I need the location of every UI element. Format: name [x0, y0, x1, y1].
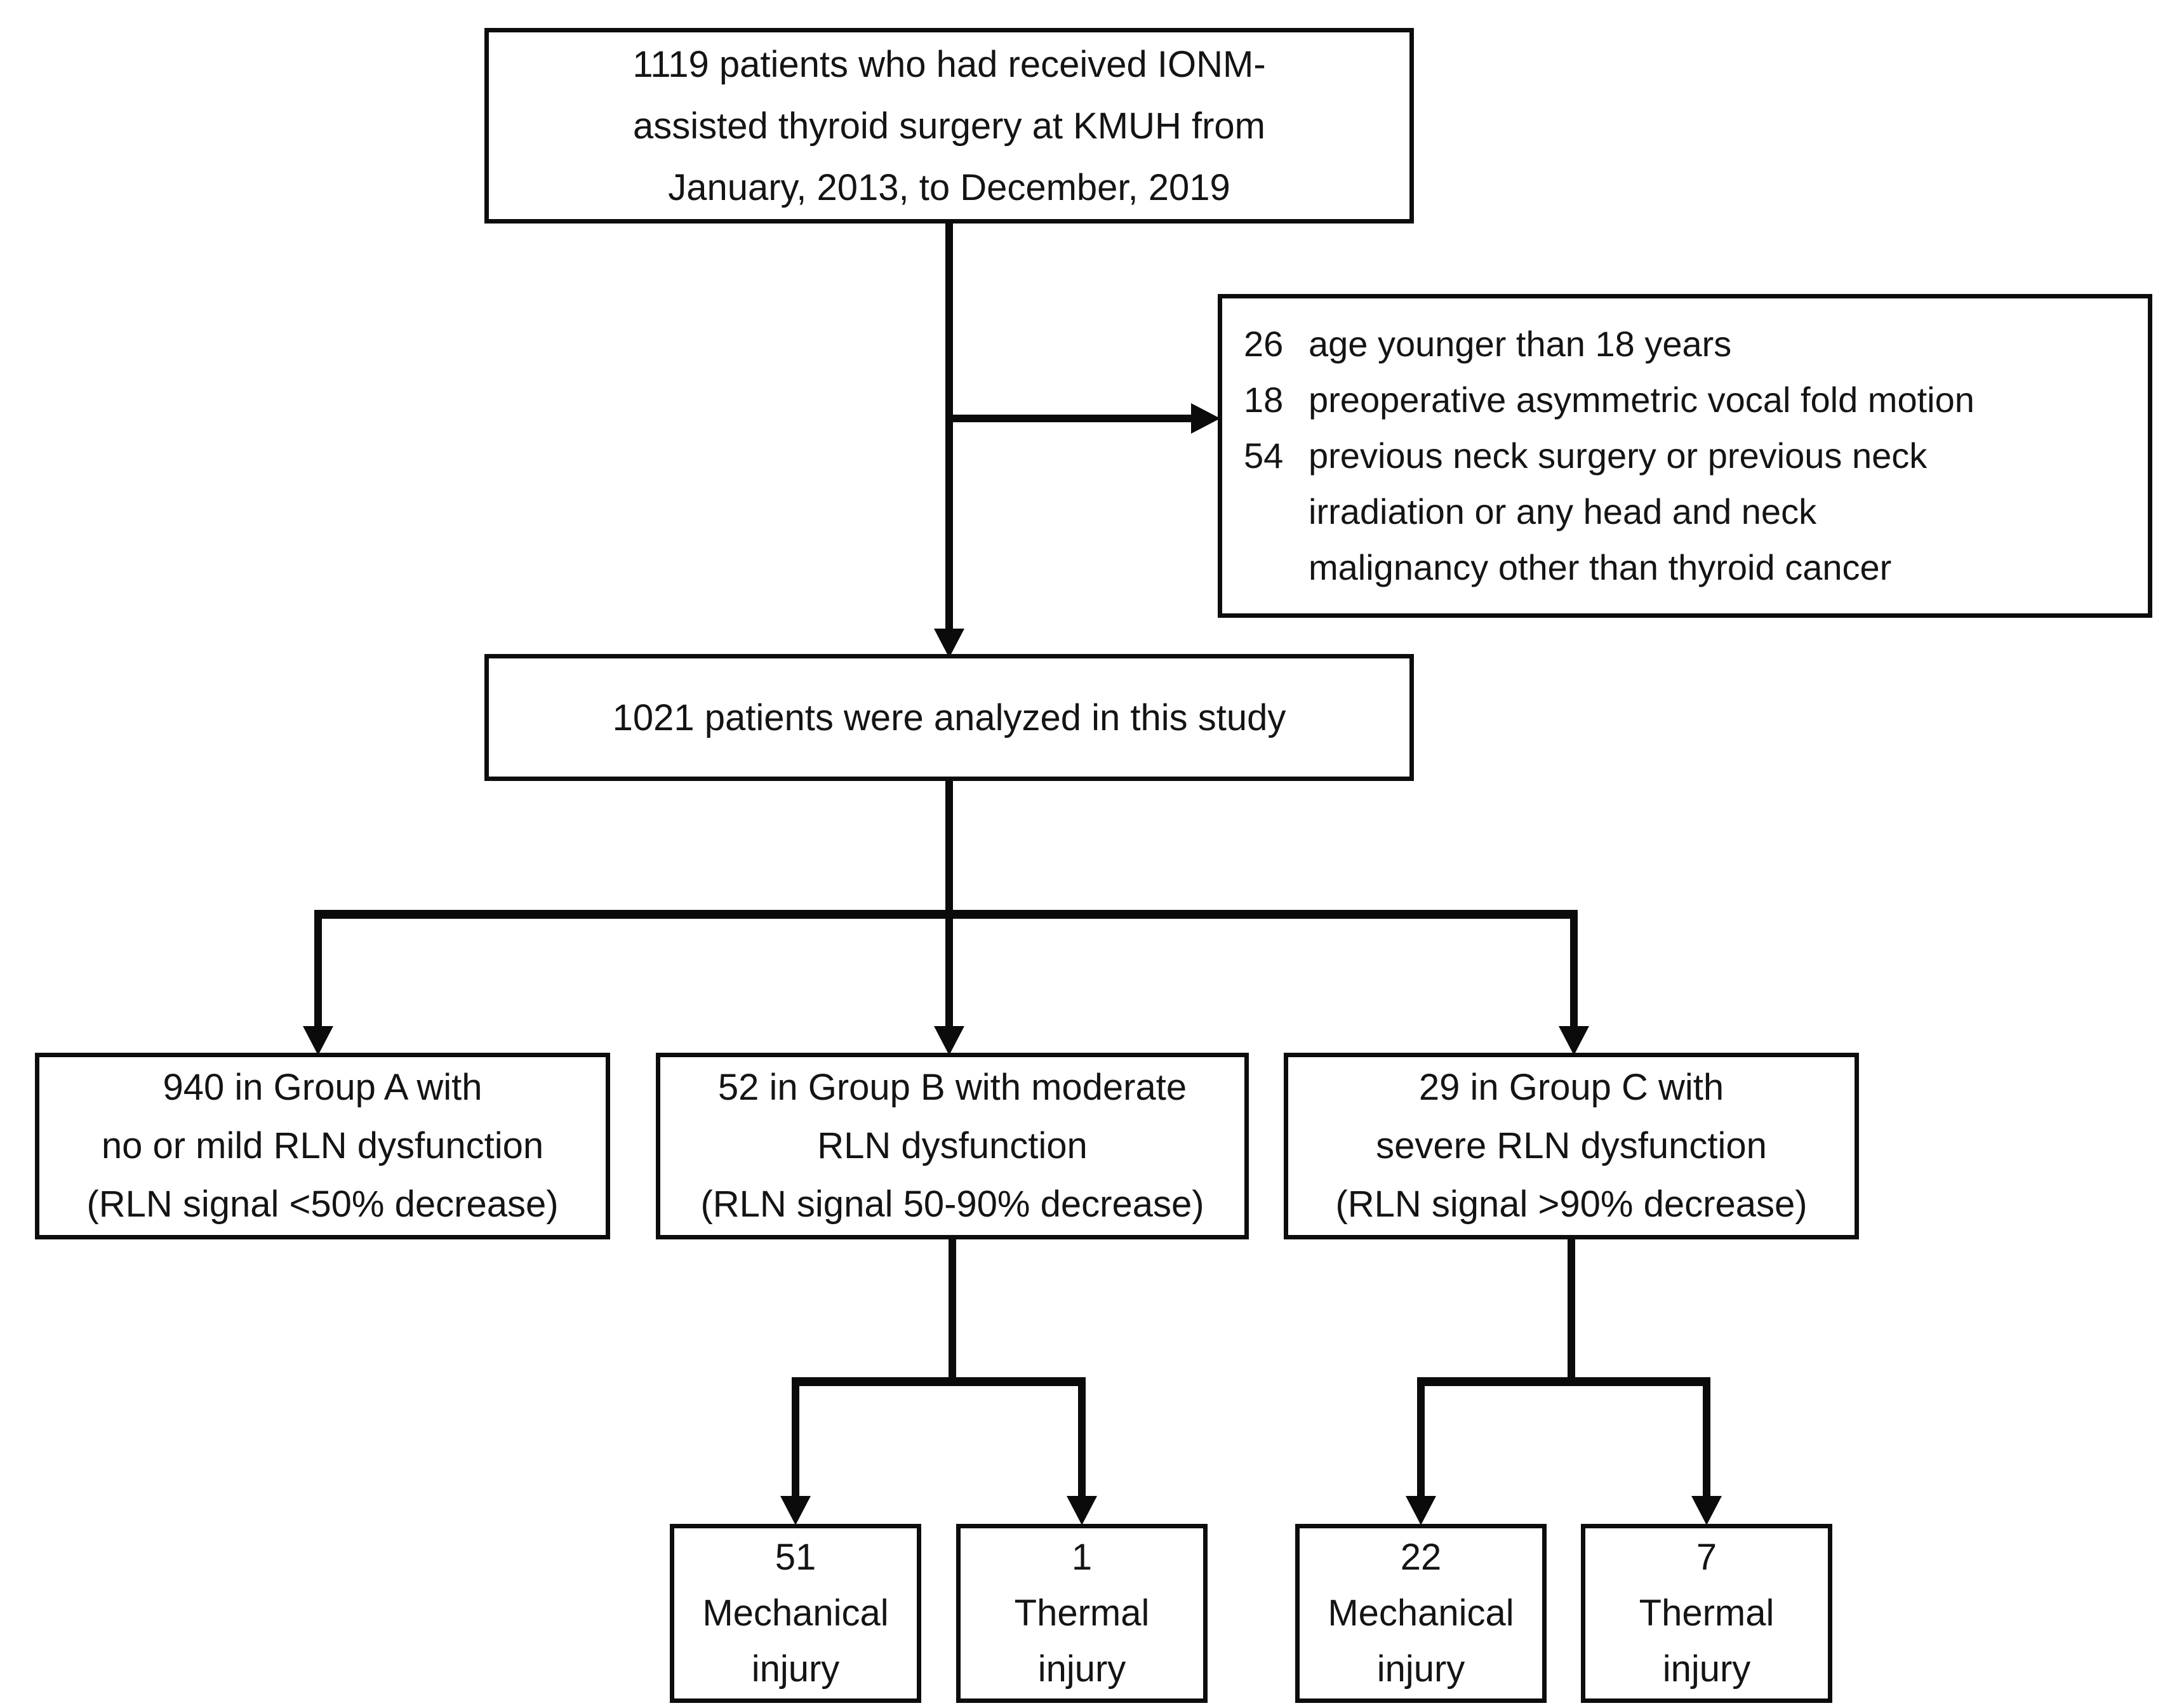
node-group-b-thermal-count: 1: [1071, 1537, 1093, 1578]
node-group-c-thermal-line2: Thermal: [1639, 1592, 1775, 1634]
node-group-c-mechanical: 22 Mechanical injury: [1295, 1524, 1547, 1703]
node-group-c-mechanical-line3: injury: [1376, 1648, 1465, 1690]
node-group-b-mechanical-line2: Mechanical: [702, 1592, 889, 1634]
excluded-item-2-reason: preoperative asymmetric vocal fold motio…: [1309, 380, 1975, 420]
node-group-c-thermal: 7 Thermal injury: [1581, 1524, 1832, 1703]
connector-enrolled-to-analyzed: [934, 221, 964, 658]
node-group-b-thermal-line2: Thermal: [1014, 1592, 1150, 1634]
node-group-c-mechanical-count: 22: [1400, 1537, 1442, 1578]
node-analyzed-text: 1021 patients were analyzed in this stud…: [612, 697, 1286, 738]
node-group-b-thermal-line3: injury: [1037, 1648, 1126, 1690]
node-group-c-thermal-count: 7: [1696, 1537, 1717, 1578]
excluded-item-1-count: 26: [1244, 324, 1284, 364]
node-analyzed: 1021 patients were analyzed in this stud…: [484, 654, 1414, 781]
node-group-a-line1: 940 in Group A with: [163, 1067, 483, 1108]
node-enrolled-line1: 1119 patients who had received IONM-: [632, 43, 1266, 85]
node-group-a-line2: no or mild RLN dysfunction: [101, 1125, 544, 1166]
node-group-c-line3: (RLN signal >90% decrease): [1335, 1184, 1808, 1225]
excluded-item-1-reason: age younger than 18 years: [1309, 324, 1732, 364]
connector-group-b-to-split: [792, 1237, 1086, 1386]
node-group-a-line3: (RLN signal <50% decrease): [86, 1184, 559, 1225]
connector-bsplit-to-mechanical: [780, 1378, 811, 1525]
node-group-c: 29 in Group C with severe RLN dysfunctio…: [1284, 1053, 1859, 1239]
excluded-item-1: 26 age younger than 18 years: [1244, 316, 2135, 372]
connector-split-to-group-c: [1559, 911, 1589, 1055]
node-group-b-mechanical-count: 51: [775, 1537, 816, 1578]
excluded-item-2: 18 preoperative asymmetric vocal fold mo…: [1244, 372, 2135, 428]
node-group-c-mechanical-line2: Mechanical: [1328, 1592, 1514, 1634]
connector-csplit-to-thermal: [1691, 1378, 1722, 1525]
node-group-c-line2: severe RLN dysfunction: [1376, 1125, 1767, 1166]
connector-bsplit-to-thermal: [1067, 1378, 1097, 1525]
excluded-item-3-reason: previous neck surgery or previous neck i…: [1309, 436, 1928, 587]
excluded-item-2-count: 18: [1244, 380, 1284, 420]
node-group-b-line3: (RLN signal 50-90% decrease): [700, 1184, 1204, 1225]
node-group-b-line2: RLN dysfunction: [817, 1125, 1088, 1166]
connector-split-to-group-a: [303, 911, 333, 1055]
node-group-c-thermal-line3: injury: [1662, 1648, 1751, 1690]
node-group-b: 52 in Group B with moderate RLN dysfunct…: [656, 1053, 1249, 1239]
node-group-b-line1: 52 in Group B with moderate: [717, 1067, 1187, 1108]
node-enrolled-line2: assisted thyroid surgery at KMUH from: [633, 105, 1265, 147]
excluded-item-3-count: 54: [1244, 436, 1284, 476]
excluded-item-3: 54 previous neck surgery or previous nec…: [1244, 428, 2135, 596]
node-enrolled-line3: January, 2013, to December, 2019: [668, 166, 1230, 208]
connector-group-c-to-split: [1417, 1237, 1710, 1386]
node-group-b-mechanical-line3: injury: [751, 1648, 840, 1690]
node-group-c-line1: 29 in Group C with: [1418, 1067, 1724, 1108]
node-group-a: 940 in Group A with no or mild RLN dysfu…: [35, 1053, 610, 1239]
connector-analyzed-to-split: [314, 765, 1578, 919]
node-group-b-mechanical: 51 Mechanical injury: [670, 1524, 921, 1703]
node-group-b-thermal: 1 Thermal injury: [956, 1524, 1208, 1703]
connector-csplit-to-mechanical: [1406, 1378, 1436, 1525]
node-excluded: 26 age younger than 18 years 18 preopera…: [1218, 294, 2152, 618]
connector-enrolled-to-excluded: [945, 403, 1220, 434]
connector-split-to-group-b: [934, 911, 964, 1055]
node-enrolled: 1119 patients who had received IONM- ass…: [484, 28, 1414, 224]
